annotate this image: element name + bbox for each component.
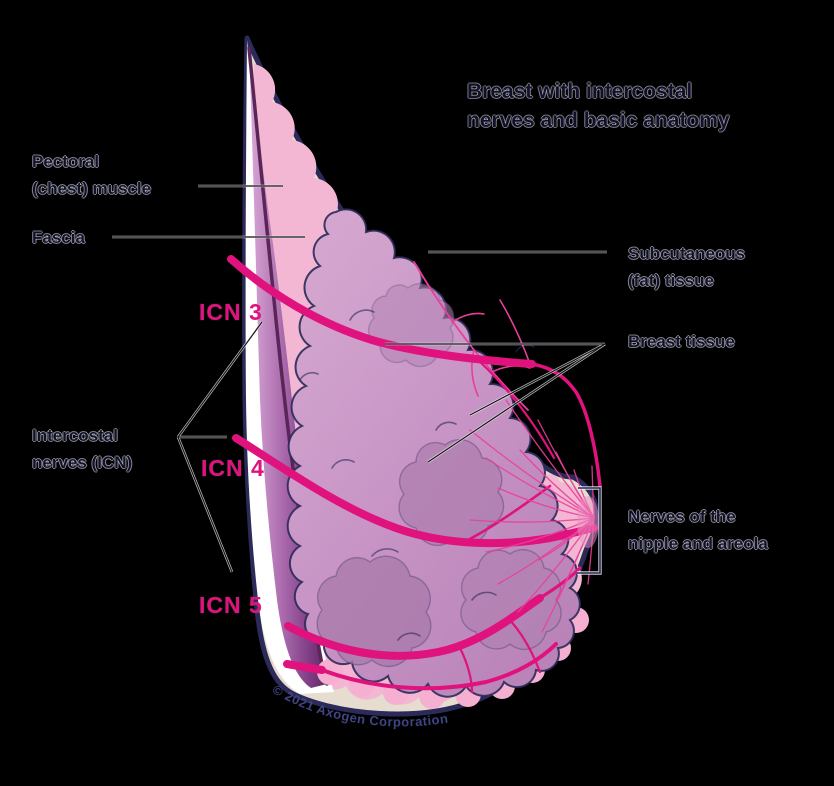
cut-nerve-stub (283, 660, 326, 674)
label-subcutaneous-tissue: Subcutaneous (fat) tissue (628, 244, 746, 291)
label-icn5: ICN 5 (199, 592, 263, 618)
icn3-nerve (227, 255, 536, 368)
tissue-lobule-clusters (316, 282, 562, 668)
label-fascia: Fascia (32, 228, 85, 247)
tissue-detail-lines (299, 309, 535, 641)
leader-lines (112, 184, 607, 573)
label-icn4: ICN 4 (201, 455, 265, 481)
icn4-nerve (232, 434, 598, 548)
diagram-title: Breast with intercostal nerves and basic… (467, 78, 730, 136)
label-icn3: ICN 3 (199, 299, 263, 325)
nipple-shading (577, 496, 599, 548)
title-line2: nerves and basic anatomy (467, 108, 730, 132)
title-line1: Breast with intercostal (467, 80, 693, 103)
label-nipple-nerves: Nerves of the nipple and areola (628, 507, 768, 554)
label-pectoral-muscle: Pectoral (chest) muscle (32, 152, 152, 199)
label-breast-tissue: Breast tissue (628, 332, 735, 351)
rim-nerve-branches (413, 261, 531, 411)
fascia-layer (245, 40, 334, 694)
nipple-bracket (577, 486, 602, 575)
intercostal-nerves (227, 255, 602, 694)
label-intercostal-nerves: Intercostal nerves (ICN) (32, 426, 133, 473)
